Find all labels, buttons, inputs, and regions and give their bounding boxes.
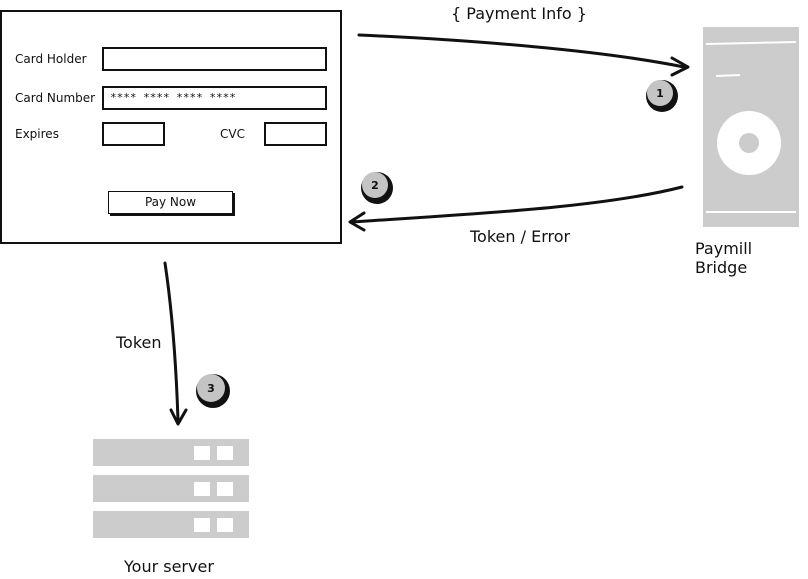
token-label: Token [116, 333, 162, 352]
expires-input[interactable] [102, 122, 165, 146]
token-arrowhead [169, 408, 188, 426]
token-arrow [163, 261, 180, 422]
server-icon [93, 439, 249, 538]
card-number-label: Card Number [15, 91, 96, 105]
step-badge-1: 1 [646, 80, 678, 112]
step-badge-2-label: 2 [371, 179, 379, 192]
step-badge-3-label: 3 [207, 382, 215, 395]
payment-info-arrowhead [670, 56, 690, 77]
token-error-arrow [350, 185, 684, 224]
your-server-label: Your server [124, 557, 214, 576]
paymill-bridge-icon [703, 27, 799, 227]
cvc-input[interactable] [264, 122, 327, 146]
step-badge-1-label: 1 [656, 87, 664, 100]
card-holder-input[interactable] [102, 47, 327, 71]
paymill-bridge-label: Paymill Bridge [695, 239, 753, 277]
cvc-label: CVC [220, 127, 245, 141]
card-number-input[interactable]: **** **** **** **** [102, 86, 327, 110]
payment-info-label: { Payment Info } [451, 4, 587, 23]
step-badge-2: 2 [361, 172, 393, 204]
pay-now-button[interactable]: Pay Now [108, 191, 233, 214]
payment-info-arrow [357, 33, 686, 69]
token-error-arrowhead [348, 211, 366, 232]
expires-label: Expires [15, 127, 59, 141]
token-error-label: Token / Error [470, 227, 571, 246]
card-holder-label: Card Holder [15, 52, 87, 66]
step-badge-3: 3 [196, 374, 230, 408]
